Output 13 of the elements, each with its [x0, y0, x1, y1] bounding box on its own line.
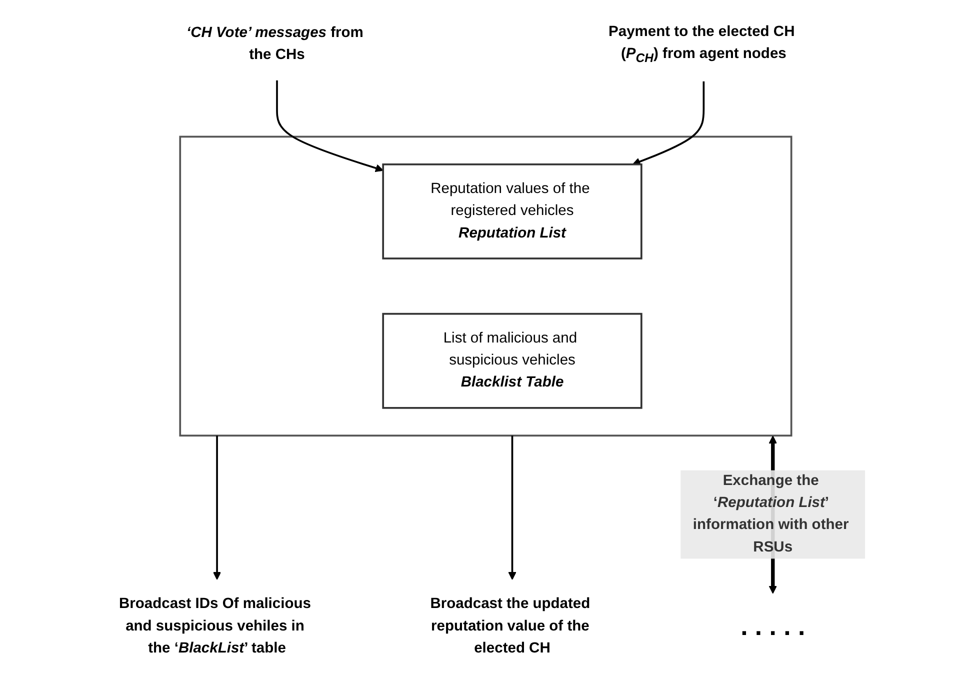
arrow — [276, 80, 384, 172]
node-text: ‘CH Vote’ messages from the CHs — [186, 24, 364, 63]
node-text: Broadcast IDs Of malicious and suspicious vehiles in the ‘BlackList’ table — [118, 596, 311, 656]
edge-label: Exchange the ‘Reputation List’ information with other RSUs — [692, 472, 849, 556]
node-text: Payment to the elected CH (P$_{CH}$) from agent nodes — [608, 24, 795, 65]
arrow — [632, 81, 705, 166]
arrow — [212, 436, 222, 580]
node-text: . . . . . — [740, 612, 806, 640]
node-text: Broadcast the updated reputation value of the elected CH — [430, 596, 590, 656]
node-box: Reputation values of the registered vehicles Reputation List — [382, 163, 642, 260]
arrow — [508, 436, 516, 580]
cluster — [179, 136, 792, 437]
node-box: List of malicious and suspicious vehicles Blacklist Table — [382, 312, 642, 409]
